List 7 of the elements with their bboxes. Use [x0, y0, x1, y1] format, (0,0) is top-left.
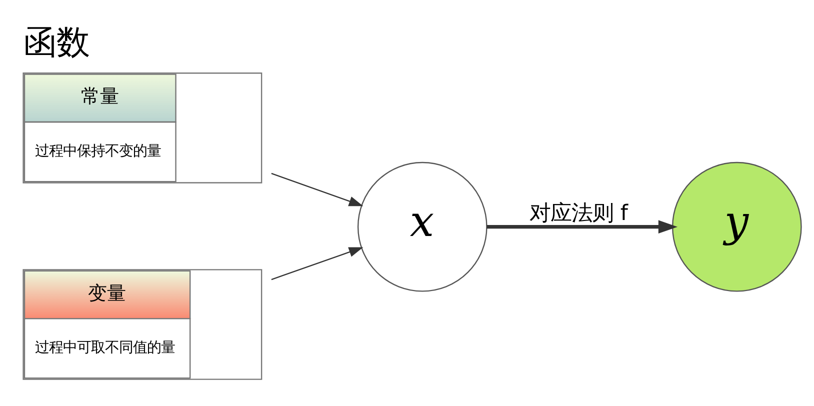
- arrow: [486, 220, 678, 234]
- edge-label: 对应法则 f: [529, 201, 628, 226]
- diagram-title: 函数: [22, 22, 89, 62]
- node-circle: x: [356, 162, 487, 292]
- arrow: [270, 247, 363, 280]
- arrow: [270, 172, 363, 206]
- node-circle: y: [671, 162, 802, 292]
